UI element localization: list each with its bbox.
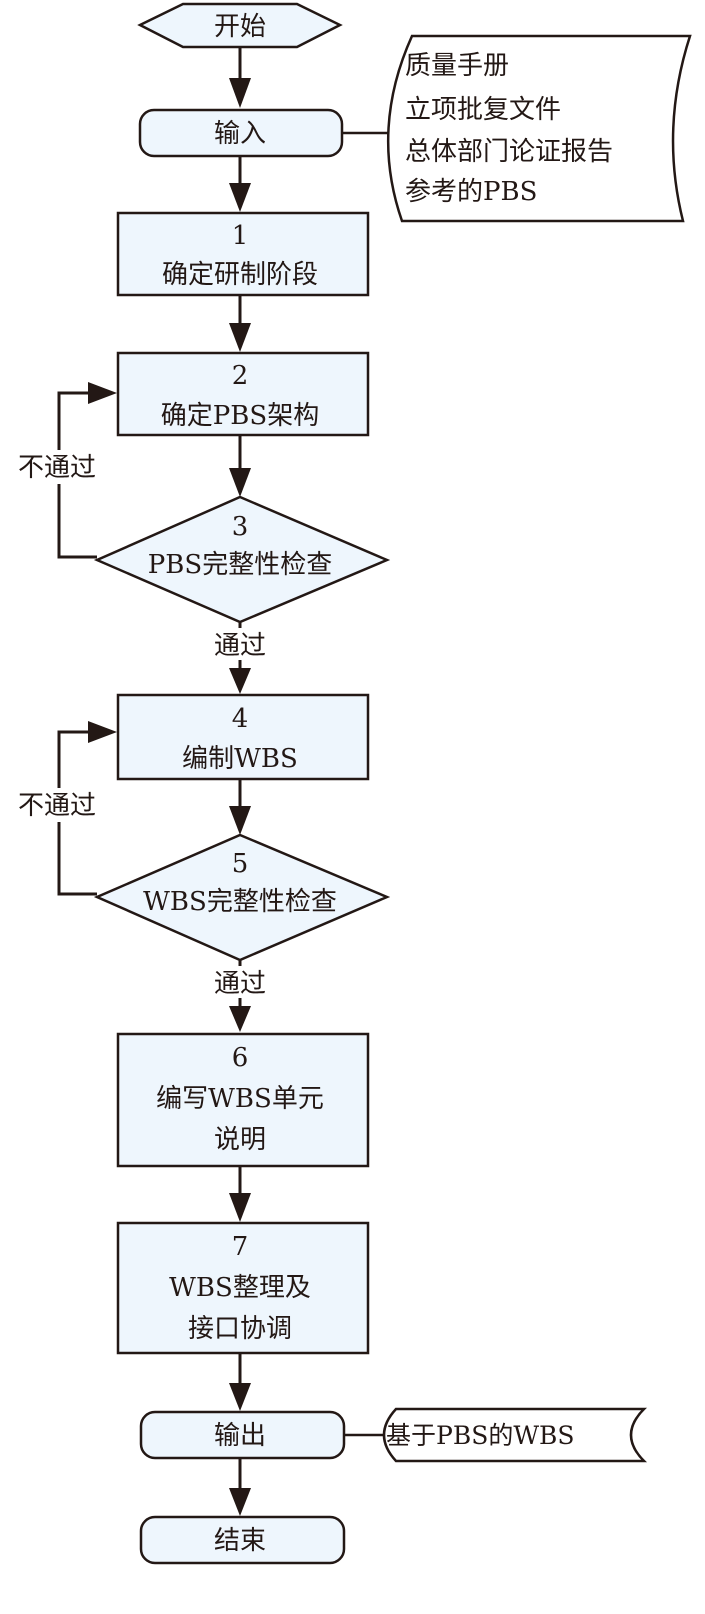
step-number: 1 (232, 221, 249, 251)
arrow-input-to-step1 (229, 156, 251, 212)
fail-label: 不通过 (18, 791, 96, 821)
pass-label: 通过 (214, 631, 266, 661)
end-label: 结束 (214, 1526, 266, 1556)
arrow-step4-to-step5 (229, 779, 251, 835)
step-number: 3 (232, 512, 249, 542)
pass-label: 通过 (214, 969, 266, 999)
start-label: 开始 (214, 12, 266, 42)
arrow-step7-to-output (229, 1353, 251, 1411)
step-number: 7 (232, 1232, 249, 1262)
arrow-step6-to-step7 (229, 1166, 251, 1222)
step-label: 编制WBS (182, 744, 298, 774)
output-label: 输出 (214, 1421, 266, 1451)
pass-edge-2: 通过 (204, 960, 276, 1032)
fail-loop-1: 不通过 (8, 382, 117, 559)
step-4: 4 编制WBS (116, 693, 370, 781)
step-label: WBS整理及 (169, 1273, 311, 1303)
output-node: 输出 (139, 1410, 346, 1460)
arrow-step1-to-step2 (229, 295, 251, 352)
end-node: 结束 (139, 1515, 346, 1565)
input-node: 输入 (138, 108, 344, 158)
arrow-output-to-end (229, 1458, 251, 1516)
step-label: 编写WBS单元 (156, 1084, 324, 1114)
step-label: 确定PBS架构 (161, 401, 319, 431)
arrow-start-to-input (229, 48, 251, 108)
step-label: PBS完整性检查 (148, 550, 332, 580)
step-number: 2 (232, 361, 249, 391)
input-doc-line: 立项批复文件 (405, 95, 561, 125)
input-documents: 质量手册 立项批复文件 总体部门论证报告 参考的PBS (386, 34, 692, 223)
step-label: 说明 (214, 1125, 266, 1155)
step-number: 5 (232, 849, 249, 879)
decision-5: 5 WBS完整性检查 (93, 833, 391, 962)
step-7: 7 WBS整理及 接口协调 (116, 1221, 370, 1355)
output-doc-label: 基于PBS的WBS (386, 1421, 575, 1450)
step-label: 确定研制阶段 (162, 260, 318, 290)
step-2: 2 确定PBS架构 (116, 351, 370, 437)
fail-label: 不通过 (18, 453, 96, 483)
input-doc-line: 参考的PBS (405, 177, 537, 207)
step-label: WBS完整性检查 (143, 887, 337, 917)
arrow-step2-to-step3 (229, 435, 251, 497)
step-number: 4 (232, 704, 249, 734)
start-node: 开始 (137, 2, 343, 49)
step-number: 6 (232, 1043, 249, 1073)
input-doc-line: 质量手册 (405, 51, 509, 81)
pass-edge-1: 通过 (204, 622, 276, 694)
input-label: 输入 (214, 119, 266, 149)
input-doc-line: 总体部门论证报告 (405, 137, 613, 167)
step-label: 接口协调 (188, 1314, 292, 1344)
step-6: 6 编写WBS单元 说明 (116, 1032, 370, 1168)
output-document: 基于PBS的WBS (382, 1407, 648, 1463)
decision-3: 3 PBS完整性检查 (93, 495, 391, 624)
step-1: 1 确定研制阶段 (116, 211, 370, 297)
fail-loop-2: 不通过 (8, 721, 117, 896)
